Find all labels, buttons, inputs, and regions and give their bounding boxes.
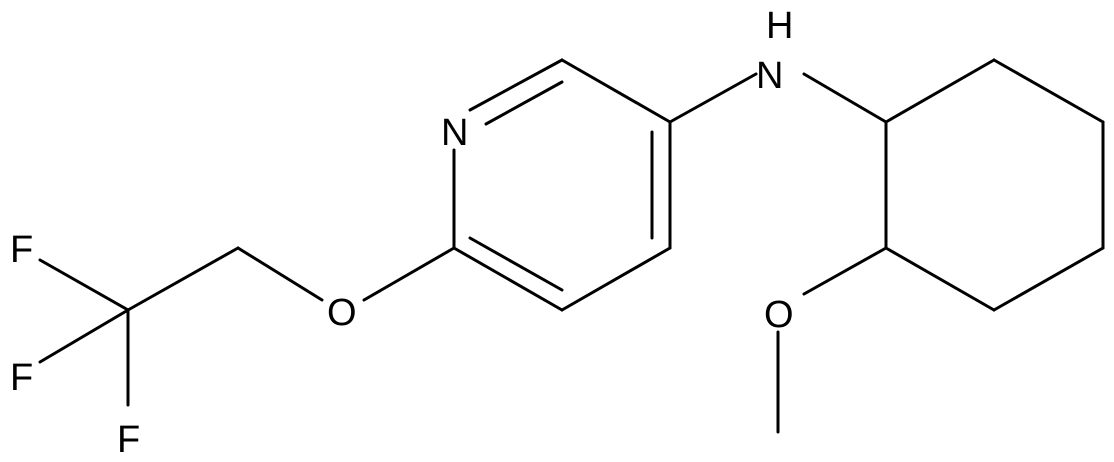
atom-label-o-ether: O [327, 292, 357, 334]
bond-c4-c5 [560, 246, 672, 312]
bond-o-ch2 [236, 246, 324, 302]
pyridine-ring [452, 58, 672, 312]
atom-label-f-bottom: F [117, 419, 140, 461]
bond-n-c2-inner [484, 80, 564, 126]
bond-c-f2 [38, 308, 130, 364]
bond-nh-cyclohexyl [802, 72, 888, 124]
bond-c-f1 [38, 258, 130, 312]
bond-c5-c6-inner [468, 236, 564, 292]
bond-c2-c3 [560, 58, 672, 124]
bond-c5-c6 [452, 246, 564, 312]
bond-ch4-ch5 [992, 246, 1105, 312]
bond-ch2-ch3 [992, 58, 1105, 124]
bond-ch5-ch6 [884, 246, 996, 312]
atom-label-f-top: F [10, 229, 33, 271]
bond-ch2-cf3 [126, 246, 240, 312]
bond-n-c2 [468, 58, 564, 112]
atom-label-n-pyridine: N [441, 112, 468, 154]
atom-label-n-amine: N [756, 55, 783, 97]
bond-c3-nh [668, 72, 758, 124]
cyclohexane-ring [884, 58, 1105, 312]
atom-label-h-amine: H [766, 5, 793, 47]
bond-ch6-o-methoxy [802, 246, 888, 296]
bond-ch1-ch2 [884, 58, 996, 124]
atom-label-f-middle: F [10, 357, 33, 399]
atom-label-o-methoxy: O [764, 294, 794, 336]
bond-c6-o-ether [362, 246, 456, 302]
